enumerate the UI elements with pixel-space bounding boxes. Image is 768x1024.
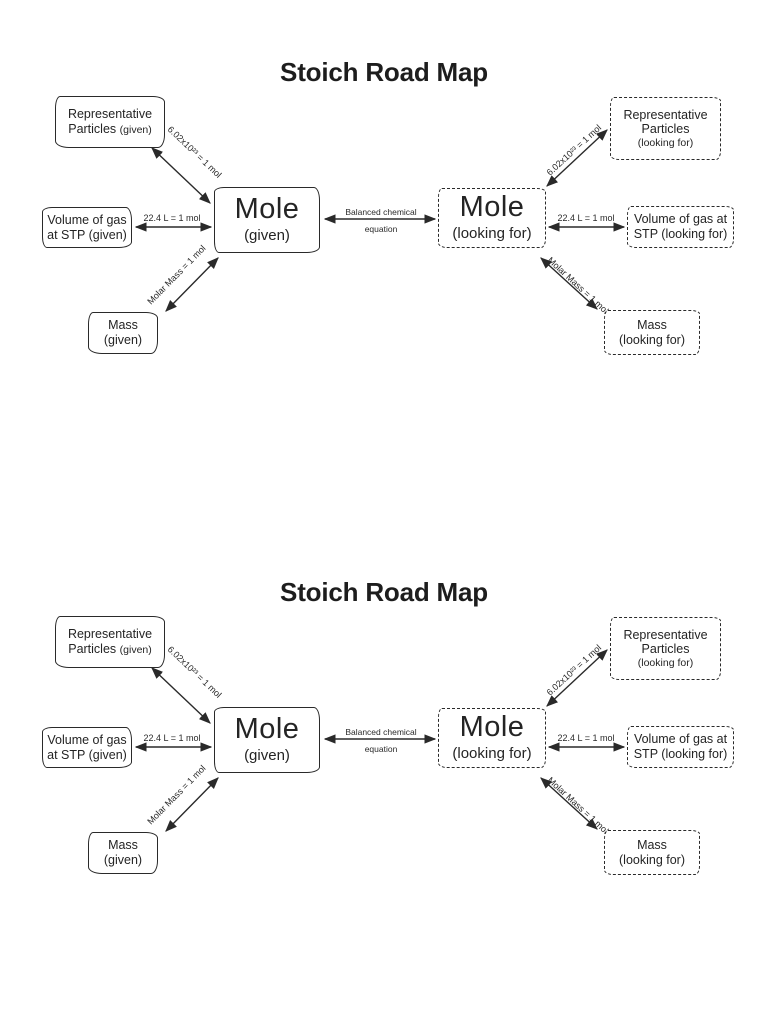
box-line: Mass [637, 837, 667, 852]
label-molar-mass-looking: Molar Mass = 1 mol [546, 775, 611, 836]
box-line: Mass [108, 838, 138, 853]
label-molar-volume-given: 22.4 L = 1 mol [144, 213, 201, 223]
arrow-molar-mass-given [165, 777, 219, 832]
label-avogadro-looking: 6.02x10²³ = 1 mol [545, 123, 604, 178]
box-line: Representative [67, 107, 153, 122]
mole-label: Mole [459, 191, 525, 224]
box-qualifier: (given) [119, 644, 152, 656]
box-line: Representative [67, 627, 153, 642]
diagram-title: Stoich Road Map [280, 57, 488, 87]
box-line: Mass [637, 317, 667, 332]
mole-qualifier: (looking for) [452, 744, 532, 762]
arrow-molar-mass-looking [540, 777, 598, 830]
arrow-avogadro-given [151, 667, 211, 724]
box-line: Particles [641, 122, 690, 137]
label-avogadro-given: 6.02x10²³ = 1 mol [166, 124, 224, 180]
box-volume-gas-stp-looking-for: Volume of gas at STP (looking for) [627, 726, 734, 768]
label-avogadro-looking: 6.02x10²³ = 1 mol [545, 643, 604, 698]
box-line: Mass [108, 318, 138, 333]
arrow-avogadro-given [151, 147, 211, 204]
mole-label: Mole [234, 713, 300, 746]
label-balanced-equation: equation [365, 224, 398, 234]
box-representative-particles-given: Representative Particles (given) [55, 96, 165, 148]
mole-qualifier: (looking for) [452, 224, 532, 242]
box-mass-looking-for: Mass (looking for) [604, 830, 700, 875]
arrow-avogadro-looking [546, 129, 608, 187]
box-mole-looking-for: Mole (looking for) [438, 708, 546, 768]
box-line: Volume of gas [47, 212, 127, 227]
box-line: Volume of gas at [633, 732, 728, 747]
box-qualifier: (looking for) [637, 657, 694, 670]
mole-label: Mole [459, 711, 525, 744]
box-line: (given) [103, 333, 143, 347]
label-molar-volume-given: 22.4 L = 1 mol [144, 733, 201, 743]
stoich-diagram-top: Stoich Road Map 6.02x10²³ = 1 mol 22.4 L… [0, 0, 768, 400]
box-mole-given: Mole (given) [214, 187, 320, 253]
box-line: Particles [641, 642, 690, 657]
arrow-avogadro-looking [546, 649, 608, 707]
box-mass-given: Mass (given) [88, 312, 158, 354]
box-line-main: Particles [68, 642, 117, 656]
box-line: at STP (given) [47, 227, 127, 242]
box-line: at STP (given) [47, 747, 127, 762]
label-avogadro-given: 6.02x10²³ = 1 mol [166, 644, 224, 700]
box-line: STP (looking for) [633, 227, 728, 241]
box-line: Volume of gas [47, 732, 127, 747]
box-line: Representative [623, 107, 708, 122]
mole-qualifier: (given) [244, 226, 290, 244]
label-molar-volume-looking: 22.4 L = 1 mol [558, 733, 615, 743]
mole-qualifier: (given) [244, 746, 290, 764]
box-qualifier: (looking for) [637, 137, 694, 150]
stoich-road-map-diagram: Stoich Road Map 6.02x10²³ = 1 mol 22.4 L… [0, 520, 768, 920]
box-line: (looking for) [619, 332, 685, 347]
label-molar-volume-looking: 22.4 L = 1 mol [558, 213, 615, 223]
box-line: STP (looking for) [633, 747, 728, 761]
box-line: Particles (given) [68, 642, 152, 657]
box-qualifier: (given) [119, 124, 152, 136]
stoich-diagram-bottom: Stoich Road Map 6.02x10²³ = 1 mol 22.4 L… [0, 520, 768, 920]
label-molar-mass-given: Molar Mass = 1 mol [145, 763, 207, 826]
box-line: Volume of gas at [633, 212, 728, 227]
box-volume-gas-stp-looking-for: Volume of gas at STP (looking for) [627, 206, 734, 248]
diagram-title: Stoich Road Map [280, 577, 488, 607]
box-mole-looking-for: Mole (looking for) [438, 188, 546, 248]
box-line: Representative [623, 627, 708, 642]
label-balanced-equation: equation [365, 744, 398, 754]
mole-label: Mole [234, 193, 300, 226]
box-line: Particles (given) [68, 122, 152, 137]
label-balanced-chemical: Balanced chemical [345, 207, 416, 217]
box-volume-gas-stp-given: Volume of gas at STP (given) [42, 727, 132, 768]
box-line: (looking for) [619, 852, 685, 867]
label-balanced-chemical: Balanced chemical [345, 727, 416, 737]
box-mass-given: Mass (given) [88, 832, 158, 874]
box-representative-particles-looking-for: Representative Particles (looking for) [610, 617, 721, 680]
arrow-molar-mass-given [165, 257, 219, 312]
box-line: (given) [103, 853, 143, 867]
stoich-road-map-diagram: Stoich Road Map 6.02x10²³ = 1 mol 22.4 L… [0, 0, 768, 400]
label-molar-mass-given: Molar Mass = 1 mol [145, 243, 207, 306]
arrow-molar-mass-looking [540, 257, 598, 310]
label-molar-mass-looking: Molar Mass = 1 mol [546, 255, 611, 316]
box-mole-given: Mole (given) [214, 707, 320, 773]
box-representative-particles-given: Representative Particles (given) [55, 616, 165, 668]
box-line-main: Particles [68, 122, 117, 136]
box-mass-looking-for: Mass (looking for) [604, 310, 700, 355]
box-representative-particles-looking-for: Representative Particles (looking for) [610, 97, 721, 160]
box-volume-gas-stp-given: Volume of gas at STP (given) [42, 207, 132, 248]
